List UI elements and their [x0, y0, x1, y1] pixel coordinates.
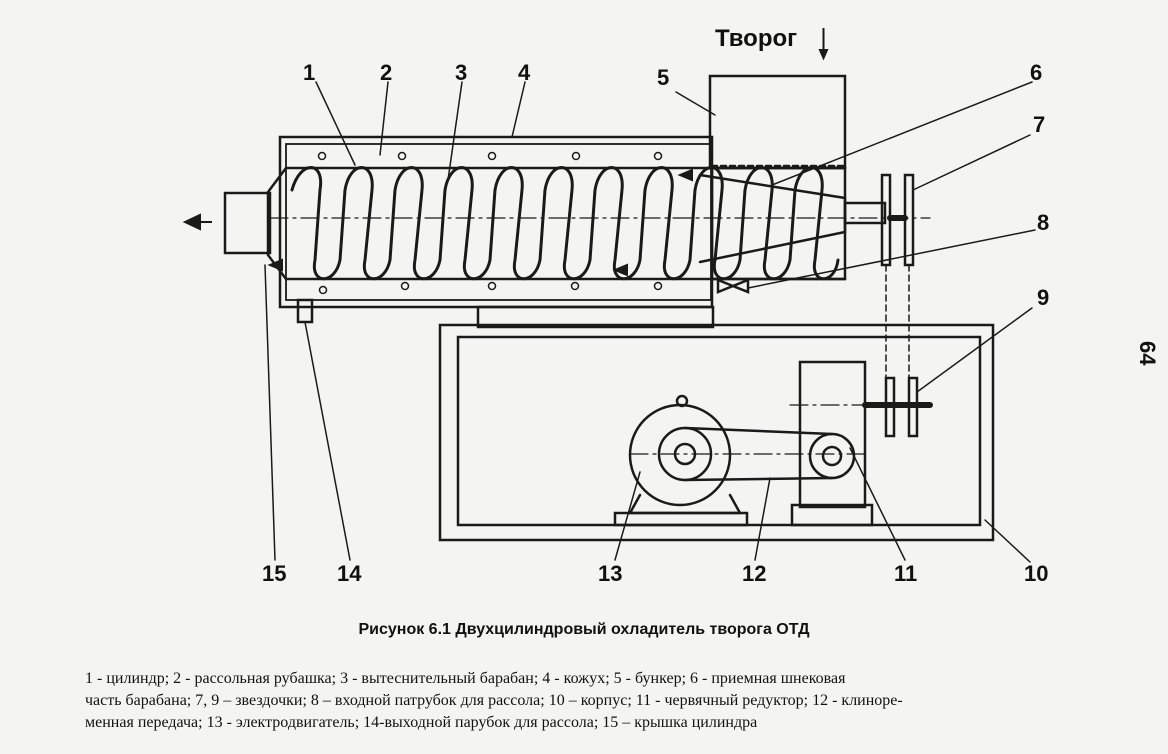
legend-line: менная передача; 13 - электродвигатель; … — [85, 714, 758, 731]
leader-3 — [447, 81, 463, 181]
jacket-hole — [318, 285, 328, 295]
legend-line: часть барабана; 7, 9 – звездочки; 8 – вх… — [85, 692, 903, 709]
brine-outlet-pipe — [296, 298, 314, 324]
body-frame-inner — [456, 335, 982, 527]
hopper — [708, 74, 847, 170]
label-13: 13 — [598, 561, 622, 586]
label-1: 1 — [303, 60, 315, 85]
leader-8 — [747, 229, 1036, 289]
jacket-hole — [487, 281, 497, 291]
label-11: 11 — [894, 561, 917, 586]
legend-line: 1 - цилиндр; 2 - рассольная рубашка; 3 -… — [85, 670, 846, 687]
jacket-hole — [397, 151, 407, 161]
label-9: 9 — [1037, 285, 1049, 310]
label-3: 3 — [455, 60, 467, 85]
reducer-body — [798, 360, 867, 509]
reducer-pulley-hub — [821, 445, 843, 467]
label-10: 10 — [1024, 561, 1048, 586]
flow-arrow-icon — [267, 258, 283, 272]
leader-10 — [984, 519, 1031, 563]
label-4: 4 — [518, 60, 531, 85]
jacket-hole — [400, 281, 410, 291]
leader-11 — [849, 447, 906, 561]
casing-outline — [278, 135, 714, 309]
label-input: Творог — [715, 25, 797, 52]
leader-7 — [912, 134, 1031, 191]
auger-helix — [290, 166, 840, 281]
leader-12 — [754, 477, 771, 561]
flow-arrow-icon — [677, 168, 693, 182]
hopper-lower-part — [710, 166, 847, 281]
output-arrow-icon — [182, 213, 201, 231]
leader-13 — [614, 471, 641, 561]
page-number: 64 — [1135, 341, 1160, 366]
leader-2 — [379, 81, 389, 156]
body-frame-outer — [438, 323, 995, 542]
leader-4 — [511, 81, 526, 138]
leader-14 — [304, 321, 351, 561]
jacket-hole — [653, 281, 663, 291]
jacket-hole — [570, 281, 580, 291]
leader-15 — [264, 264, 276, 561]
v-belt-top — [683, 426, 834, 436]
reducer-pulley — [808, 432, 856, 480]
jacket-hole — [487, 151, 497, 161]
jacket-hole — [653, 151, 663, 161]
label-14: 14 — [337, 561, 362, 586]
label-7: 7 — [1033, 112, 1045, 137]
leader-9 — [916, 307, 1033, 393]
label-6: 6 — [1030, 60, 1042, 85]
outlet-tube — [223, 191, 272, 255]
label-15: 15 — [262, 561, 286, 586]
motor-outer — [628, 403, 732, 507]
motor-eyelet — [675, 394, 689, 408]
leader-6 — [771, 81, 1033, 186]
label-2: 2 — [380, 60, 392, 85]
label-8: 8 — [1037, 210, 1049, 235]
shaft — [843, 201, 887, 225]
label-5: 5 — [657, 65, 669, 90]
input-arrow-icon — [818, 49, 829, 61]
figure-caption: Рисунок 6.1 Двухцилиндровый охладитель т… — [358, 621, 810, 638]
label-12: 12 — [742, 561, 766, 586]
jacket-hole — [571, 151, 581, 161]
v-belt-bottom — [683, 476, 834, 482]
motor-base — [613, 511, 749, 527]
figure-legend: 1 - цилиндр; 2 - рассольная рубашка; 3 -… — [85, 668, 1160, 734]
flow-arrow-icon — [612, 263, 628, 277]
support — [476, 305, 715, 329]
reducer-base — [790, 503, 874, 527]
leader-5 — [675, 91, 716, 116]
leader-1 — [315, 81, 356, 166]
jacket-hole — [317, 151, 327, 161]
brine-inlet-valve — [716, 278, 750, 294]
